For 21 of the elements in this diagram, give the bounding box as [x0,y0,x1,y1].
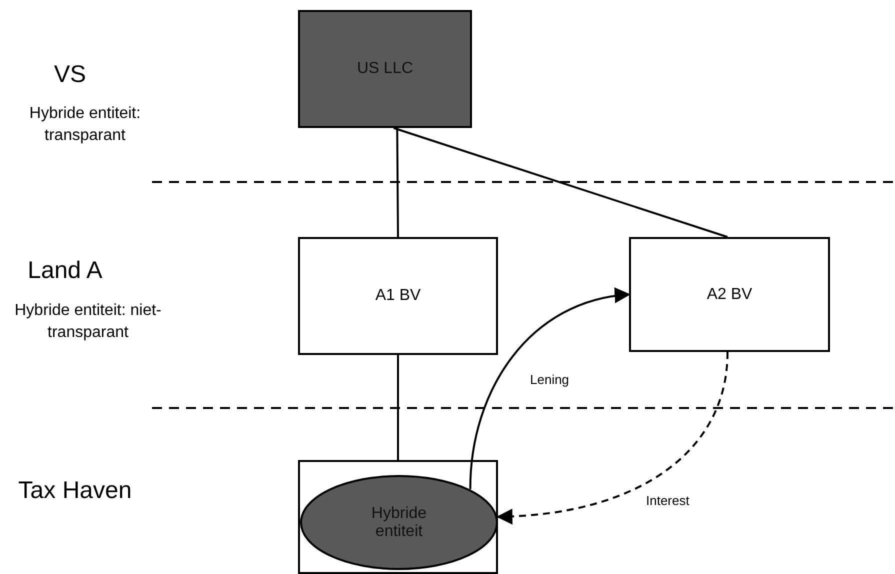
region-label: Tax Haven [17,478,133,504]
connector-line [397,355,399,460]
edge-label: Interest [644,493,692,508]
connector-line [393,127,728,238]
arrow [496,352,728,524]
region-label: VS [52,62,87,88]
entity-name: A1 BV [375,287,421,305]
entity-name: Hybride entiteit [370,504,428,540]
entity-box [298,10,472,128]
entity-box [629,237,830,352]
connector-line [396,128,399,237]
entity-name: A2 BV [706,286,752,304]
region-note: Hybride entiteit: niet-transparant [14,301,162,344]
entity-ellipse [300,475,498,570]
edge-label: Lening [528,372,572,387]
empty-box [298,460,498,574]
arrow [469,288,631,490]
region-note: Hybride entiteit: transparant [28,104,142,146]
entity-box [298,237,498,355]
region-label: Land A [26,258,104,284]
entity-name: US LLC [356,60,414,78]
